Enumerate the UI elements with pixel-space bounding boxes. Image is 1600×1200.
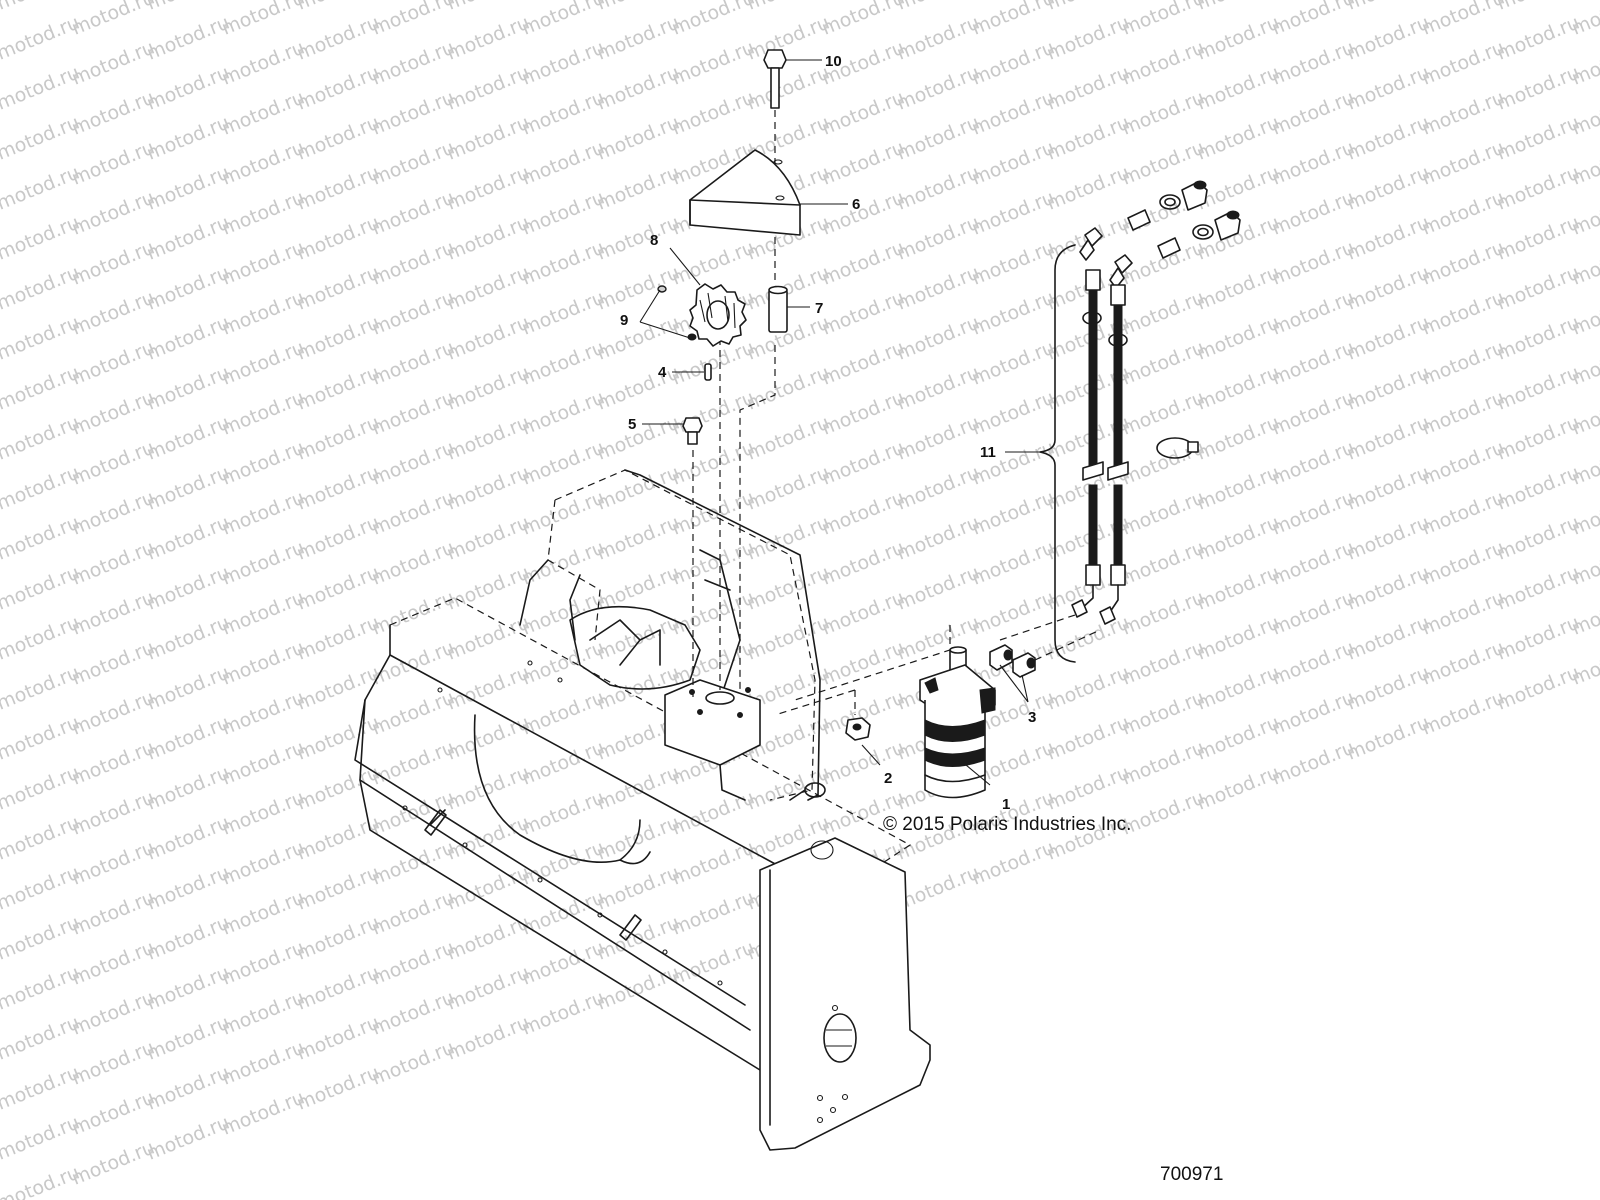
part-8-gear	[689, 283, 747, 347]
watermark-text: motod.ru	[0, 1162, 83, 1200]
callout-10: 10	[825, 53, 842, 70]
watermark-text: motod.ru	[744, 0, 833, 15]
callout-6: 6	[852, 196, 860, 213]
callout-9: 9	[620, 312, 628, 329]
callout-5: 5	[628, 416, 636, 433]
watermark-text: motod.ru	[144, 0, 233, 15]
callout-11: 11	[980, 444, 996, 461]
part-10-bolt	[763, 49, 787, 109]
watermark-text: motod.ru	[369, 0, 458, 40]
watermark-text: motod.ru	[294, 0, 383, 15]
watermark-text: motod.ru	[669, 0, 758, 40]
figure-number: 700971	[1160, 1164, 1223, 1185]
callout-4: 4	[658, 364, 667, 381]
watermark-text: motod.ru	[1269, 0, 1358, 40]
watermark-text: motod.ru	[1419, 0, 1508, 40]
callout-3: 3	[1028, 709, 1036, 726]
copyright-notice: © 2015 Polaris Industries Inc.	[883, 814, 1131, 835]
housing-assembly	[354, 469, 931, 1151]
callout-1: 1	[1002, 796, 1010, 813]
callout-7: 7	[815, 300, 823, 317]
part-11-hose-kit	[1039, 180, 1241, 663]
callout-8: 8	[650, 232, 658, 249]
part-4-key	[704, 363, 712, 381]
watermark-text: motod.ru	[894, 0, 983, 15]
part-6-bracket	[689, 149, 801, 236]
callout-2: 2	[884, 770, 892, 787]
watermark-text: motod.ru	[1194, 0, 1283, 15]
callout-labels: 1 2 3 4 5 6 7 8 9 10 11	[620, 53, 1036, 813]
watermark-text: motod.ru	[1044, 0, 1133, 15]
watermark-text: motod.ru	[1494, 0, 1583, 15]
callout-leaders	[639, 59, 1040, 786]
part-2-nut	[845, 717, 871, 741]
part-3-fittings	[989, 644, 1036, 678]
part-7-spacer	[768, 285, 788, 333]
watermark-text: motod.ru	[444, 0, 533, 15]
watermark-text: motod.ru	[1344, 0, 1433, 15]
watermark-text: motod.ru	[819, 0, 908, 40]
watermark-text: motod.ru	[219, 0, 308, 40]
watermark-text: motod.ru	[69, 0, 158, 40]
part-5-bolt	[682, 417, 703, 445]
watermark-text: motod.ru	[1119, 0, 1208, 40]
watermark-text: motod.ru	[519, 0, 608, 40]
part-1-hydraulic-motor	[919, 646, 996, 799]
watermark-text: motod.ru	[594, 0, 683, 15]
watermark-text: motod.ru	[969, 0, 1058, 40]
